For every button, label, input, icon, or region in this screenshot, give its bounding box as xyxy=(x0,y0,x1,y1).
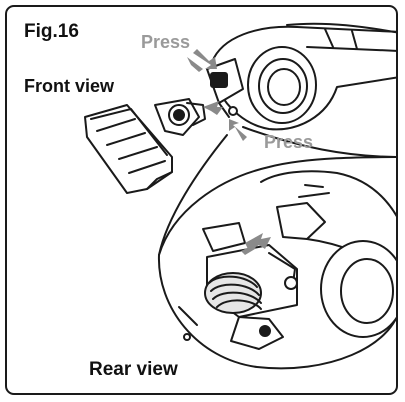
vacuum-main-body xyxy=(211,22,396,131)
magnifier-line-left xyxy=(158,134,228,256)
vacuum-illustration xyxy=(84,22,396,370)
connector-nozzle xyxy=(206,58,244,118)
press-label-top: Press xyxy=(141,32,191,52)
press-arrow-rear-2 xyxy=(241,243,257,255)
front-view-label: Front view xyxy=(24,76,115,96)
press-arrow-front xyxy=(203,101,223,115)
floor-head xyxy=(84,98,206,194)
press-arrow-top-2 xyxy=(187,57,203,72)
press-label-bottom: Press xyxy=(264,132,314,152)
rear-view-detail xyxy=(157,156,396,370)
figure-frame: Fig.16 Front view Rear view Press Press xyxy=(5,5,398,395)
press-arrows xyxy=(187,49,271,255)
press-arrow-top xyxy=(193,49,217,69)
figure-label: Fig.16 xyxy=(24,21,79,42)
rear-view-label: Rear view xyxy=(89,359,178,380)
press-arrow-bottom xyxy=(229,119,247,141)
